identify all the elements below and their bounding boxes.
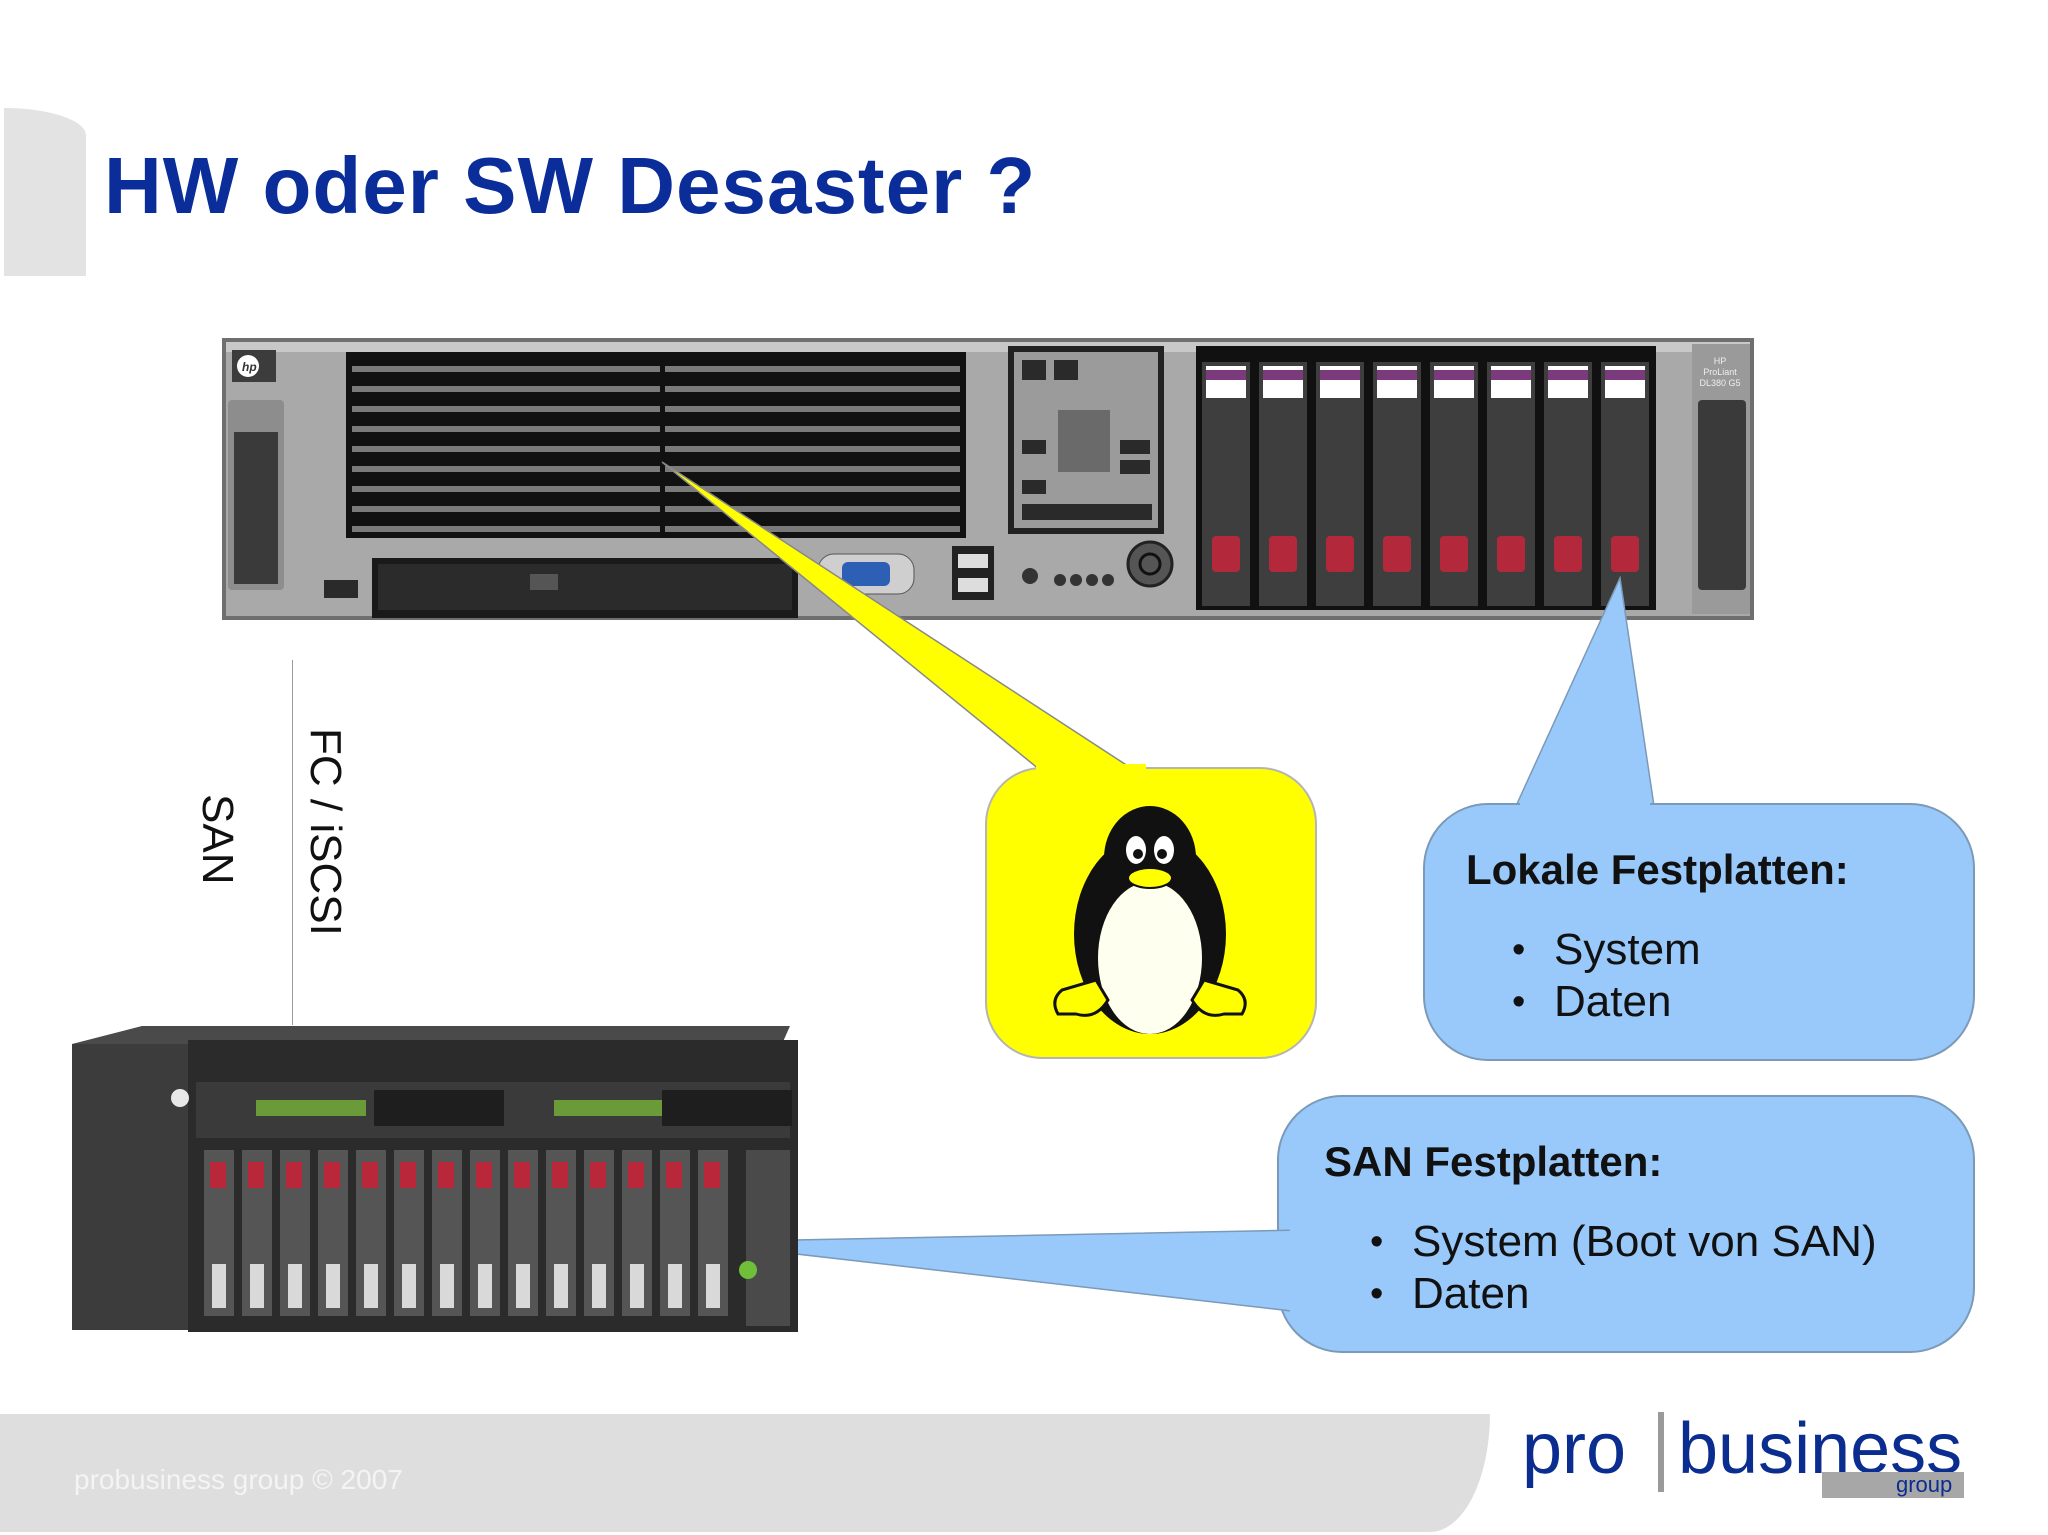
hp-logo-icon (171, 1089, 189, 1107)
san-label: SAN (193, 794, 242, 885)
status-leds (1022, 568, 1114, 586)
server-brand: hp (242, 360, 257, 374)
logo-divider (1658, 1412, 1664, 1492)
svg-text:DL380 G5: DL380 G5 (1699, 378, 1740, 388)
footer-copyright: probusiness group © 2007 (74, 1464, 403, 1495)
tux-penguin-icon (1053, 806, 1247, 1034)
disk-drives (1202, 362, 1649, 606)
rack-server: hp (222, 338, 1754, 620)
list-item: System (1512, 924, 1849, 976)
list-item: Daten (1370, 1268, 1877, 1320)
logo-pro: pro (1522, 1409, 1627, 1489)
san-storage-array (72, 1026, 798, 1332)
local-disks-list: System Daten (1466, 924, 1849, 1028)
page-title: HW oder SW Desaster ? (104, 141, 1037, 230)
fc-iscsi-label: FC / iSCSI (301, 728, 350, 936)
power-button-icon (1126, 540, 1174, 588)
local-disks-title: Lokale Festplatten: (1466, 846, 1849, 893)
san-disks-list: System (Boot von SAN) Daten (1324, 1216, 1877, 1320)
local-disks-text: Lokale Festplatten: System Daten (1466, 846, 1849, 1028)
hp-logo-icon (232, 350, 276, 382)
footer-band (0, 1414, 1490, 1532)
svg-text:ProLiant: ProLiant (1703, 367, 1737, 377)
list-item: System (Boot von SAN) (1370, 1216, 1877, 1268)
vent-grille (352, 356, 960, 534)
list-item: Daten (1512, 976, 1849, 1028)
logo-group: group (1896, 1472, 1953, 1497)
san-connection-line (292, 660, 293, 1025)
san-disks-text: SAN Festplatten: System (Boot von SAN) D… (1324, 1138, 1877, 1320)
svg-text:HP: HP (1714, 356, 1727, 366)
logo-group-band (1822, 1472, 1964, 1498)
san-disks-title: SAN Festplatten: (1324, 1138, 1663, 1185)
title-accent-tab (4, 108, 86, 276)
